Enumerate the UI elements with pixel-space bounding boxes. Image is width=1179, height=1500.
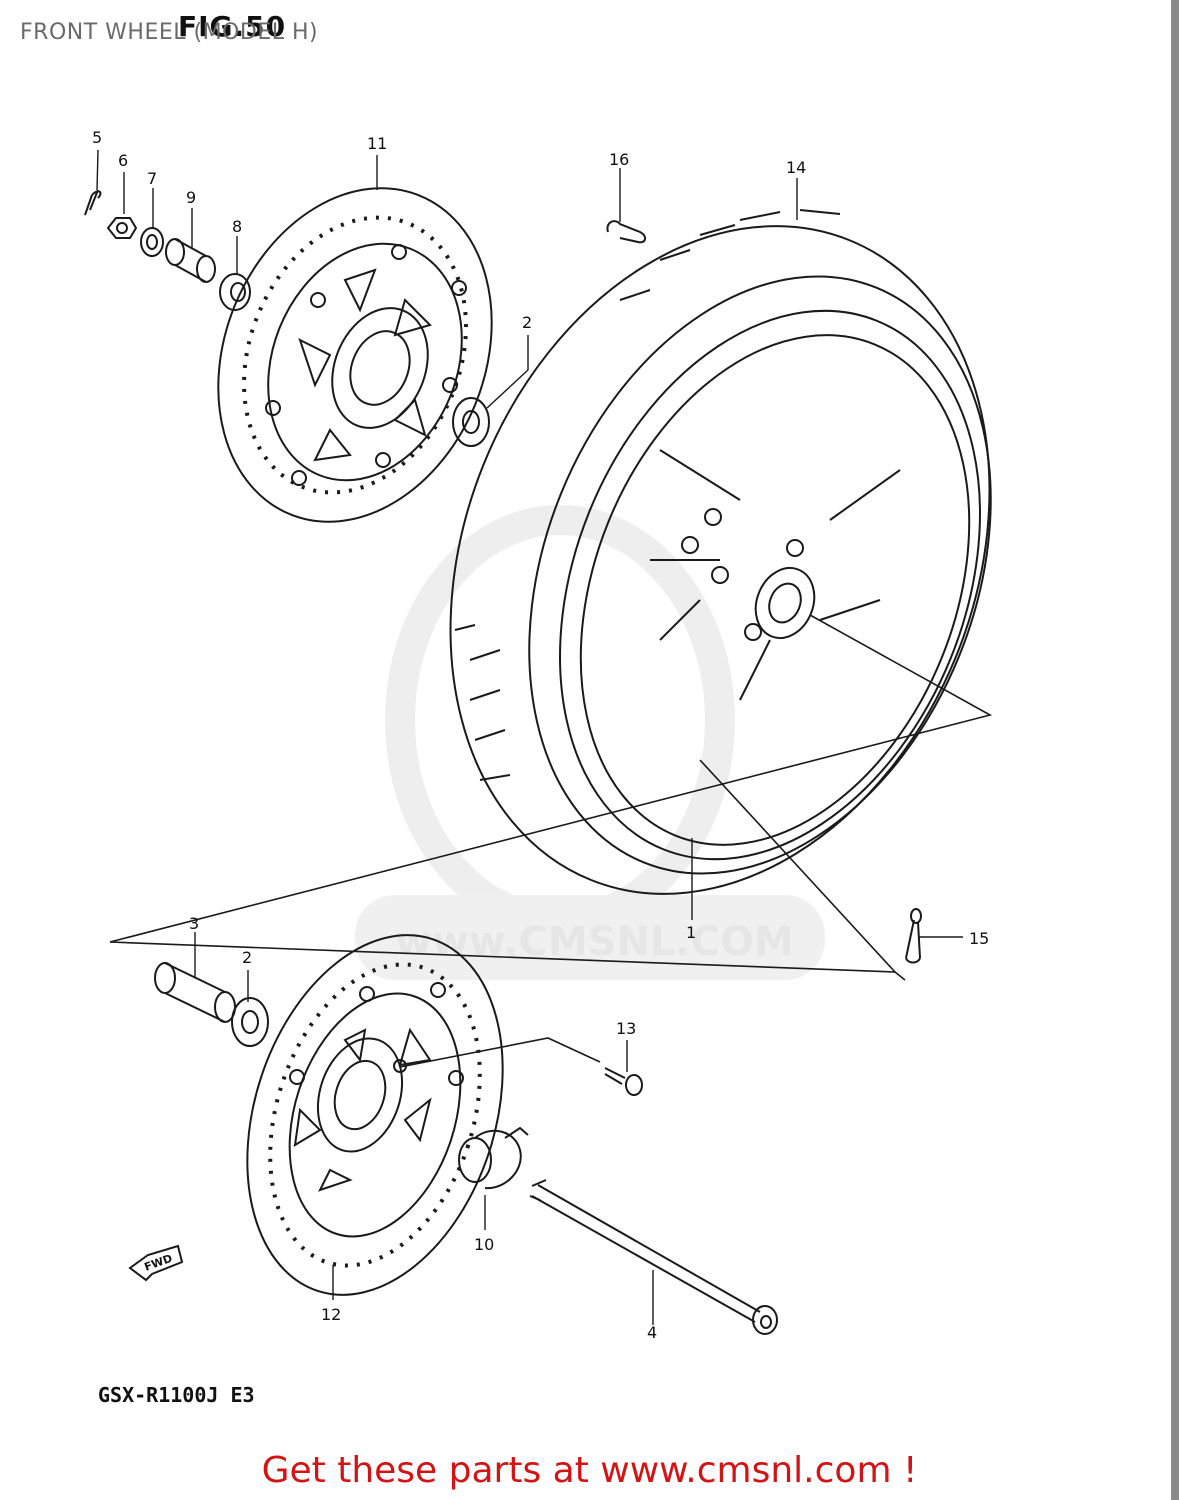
callout-9: 9 <box>186 188 196 207</box>
collar <box>219 273 251 311</box>
part-callouts: 1 2 2 3 4 5 6 7 8 9 10 11 12 13 14 15 16 <box>92 128 989 1342</box>
callout-2-upper: 2 <box>522 313 532 332</box>
tire-valve <box>905 908 922 964</box>
bearing-upper <box>452 397 490 447</box>
callout-12: 12 <box>321 1305 341 1324</box>
model-code: GSX-R1100J E3 <box>98 1383 255 1407</box>
page-title: FRONT WHEEL (MODEL H) <box>20 20 319 45</box>
brake-disc-lower <box>246 934 504 1296</box>
front-wheel <box>449 209 992 895</box>
cotter-pin <box>84 189 102 216</box>
cms-watermark: www.CMSNL.COM <box>355 505 825 980</box>
assembly-lines <box>109 614 993 1068</box>
front-axle <box>529 1179 778 1335</box>
callout-10: 10 <box>474 1235 494 1254</box>
callout-2-lower: 2 <box>242 948 252 967</box>
axle-nut <box>106 217 138 239</box>
callout-4: 4 <box>647 1323 657 1342</box>
balance-weight-clip <box>606 220 646 244</box>
figure-label: FIG.50 <box>178 10 287 43</box>
callout-14: 14 <box>786 158 806 177</box>
callout-3: 3 <box>189 914 199 933</box>
disc-bolt <box>604 1067 643 1096</box>
washer <box>140 227 164 257</box>
speedometer-gearbox <box>458 1126 529 1190</box>
bearing-lower <box>231 997 269 1047</box>
callout-1: 1 <box>686 923 696 942</box>
callout-15: 15 <box>969 929 989 948</box>
callout-16: 16 <box>609 150 629 169</box>
fwd-arrow-icon: FWD <box>128 1244 184 1282</box>
callout-13: 13 <box>616 1019 636 1038</box>
callout-8: 8 <box>232 217 242 236</box>
right-border <box>1171 0 1179 1500</box>
spacer <box>165 238 216 283</box>
brake-disc-upper <box>217 187 493 523</box>
callout-7: 7 <box>147 169 157 188</box>
leader-lines <box>96 149 963 1325</box>
watermark-url: www.CMSNL.COM <box>395 919 794 965</box>
footer-shop-link[interactable]: Get these parts at www.cmsnl.com ! <box>261 1450 918 1491</box>
callout-6: 6 <box>118 151 128 170</box>
callout-5: 5 <box>92 128 102 147</box>
callout-11: 11 <box>367 134 387 153</box>
